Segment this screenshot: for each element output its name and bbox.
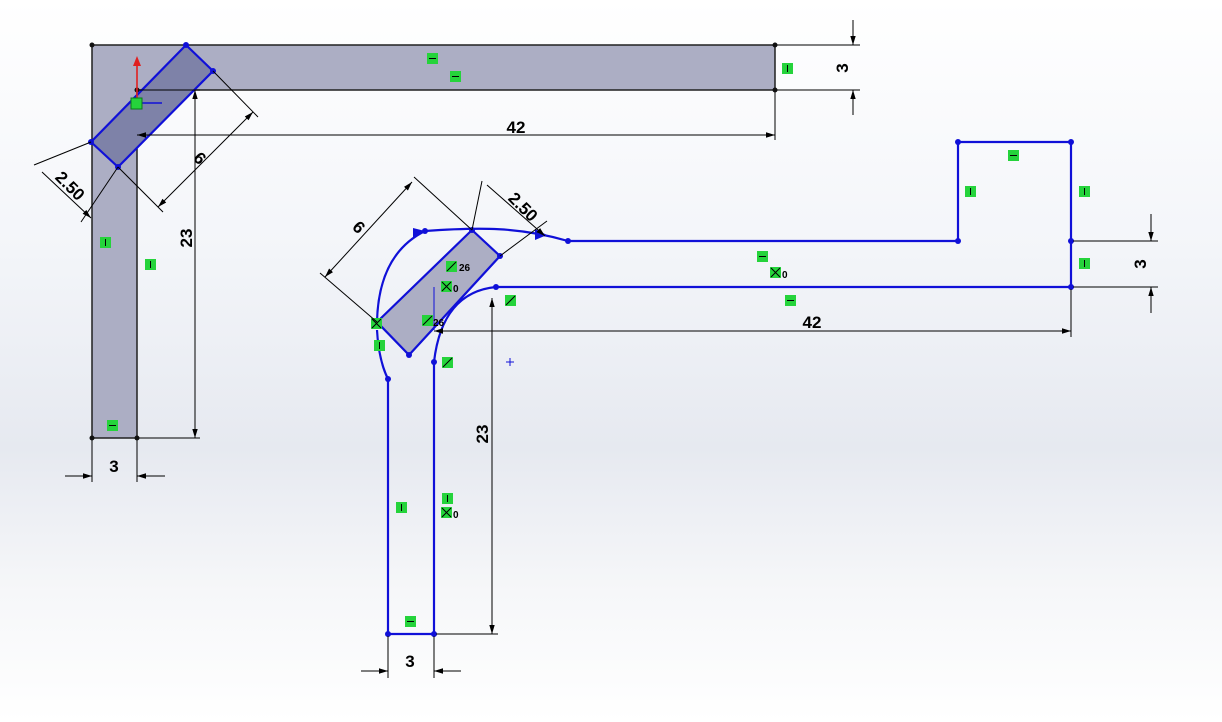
reference-sketch: 42 3 23 3 9 2.50 xyxy=(33,20,860,482)
relation-horizontal-icon xyxy=(427,53,438,64)
relation-coincident-icon xyxy=(770,267,781,278)
active-dimensions xyxy=(319,176,1158,678)
dimension-label[interactable]: 2.50 xyxy=(51,168,88,205)
reference-corner-points xyxy=(89,42,778,441)
dimension-label[interactable]: 3 xyxy=(833,63,852,72)
relation-vertical-icon xyxy=(100,237,111,248)
relation-vertical-icon xyxy=(442,493,453,504)
relation-vertical-icon xyxy=(396,502,407,513)
active-sketch: 26 26 0 0 0 xyxy=(319,139,1158,678)
relation-tangent-icon xyxy=(422,315,433,326)
relation-label: 0 xyxy=(453,284,459,295)
dimension-label[interactable]: 9 xyxy=(190,148,210,168)
relation-label: 0 xyxy=(453,510,459,521)
relation-vertical-icon xyxy=(1079,186,1090,197)
relation-vertical-icon xyxy=(965,186,976,197)
relation-vertical-icon xyxy=(145,259,156,270)
relation-vertical-icon xyxy=(374,340,385,351)
dimension-label[interactable]: 3 xyxy=(405,652,414,671)
relation-horizontal-icon xyxy=(405,616,416,627)
dimension-label[interactable]: 2.50 xyxy=(504,189,541,226)
relation-tangent-icon xyxy=(446,261,457,272)
relation-tangent-icon xyxy=(505,295,516,306)
reference-relations xyxy=(100,53,793,431)
relation-horizontal-icon xyxy=(1008,150,1019,161)
active-profile[interactable] xyxy=(375,140,1073,636)
relation-label: 26 xyxy=(459,263,471,274)
dimension-label[interactable]: 3 xyxy=(1131,259,1150,268)
relation-horizontal-icon xyxy=(757,251,768,262)
dimension-label[interactable]: 23 xyxy=(177,229,196,248)
active-dimension-labels[interactable]: 9 2.50 42 3 23 3 xyxy=(349,189,1150,671)
relation-vertical-icon xyxy=(782,63,793,74)
relation-coincident-icon xyxy=(441,281,452,292)
relation-horizontal-icon xyxy=(107,420,118,431)
relation-coincident-icon xyxy=(371,318,382,329)
relation-label: 0 xyxy=(782,270,788,281)
origin-axis-icon xyxy=(130,56,162,110)
relation-vertical-icon xyxy=(1079,258,1090,269)
dimension-label[interactable]: 3 xyxy=(109,457,118,476)
active-relations: 26 26 0 0 0 xyxy=(371,150,1090,627)
reference-dimensions xyxy=(33,20,860,482)
dimension-label[interactable]: 9 xyxy=(349,217,369,237)
relation-tangent-icon xyxy=(442,357,453,368)
relation-horizontal-icon xyxy=(785,295,796,306)
cursor-cross-icon xyxy=(506,358,514,366)
relation-horizontal-icon xyxy=(450,71,461,82)
dimension-label[interactable]: 42 xyxy=(803,313,822,332)
relation-label: 26 xyxy=(433,318,445,329)
relation-coincident-icon xyxy=(441,507,452,518)
dimension-label[interactable]: 42 xyxy=(507,118,526,137)
active-vertices xyxy=(374,139,1074,637)
dimension-label[interactable]: 23 xyxy=(473,425,492,444)
